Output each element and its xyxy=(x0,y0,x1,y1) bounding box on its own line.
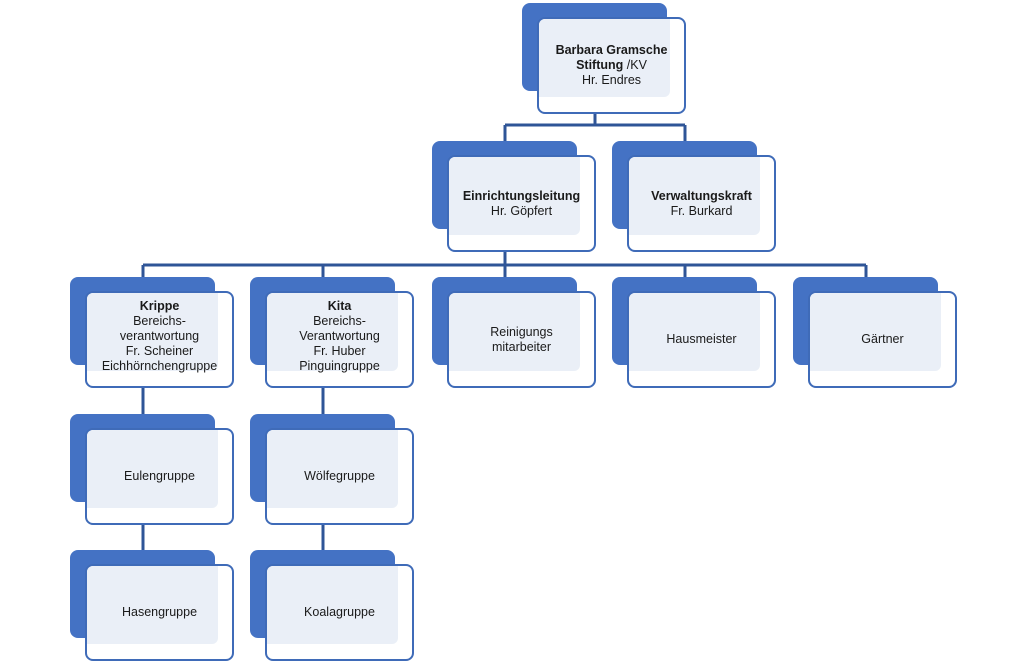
reinigung-line1: Reinigungs xyxy=(490,324,553,339)
node-box-einrichtungsleitung: Einrichtungsleitung Hr. Göpfert xyxy=(447,155,596,252)
node-box-kita: Kita Bereichs- Verantwortung Fr. Huber P… xyxy=(265,291,414,388)
stiftung-person: Hr. Endres xyxy=(581,73,642,87)
kita-role-line1: Bereichs- xyxy=(313,314,366,328)
node-box-verwaltungskraft: Verwaltungskraft Fr. Burkard xyxy=(627,155,776,252)
node-box-gaertner: Gärtner xyxy=(808,291,957,388)
kita-person: Fr. Huber xyxy=(313,344,366,358)
node-box-woelfegruppe: Wölfegruppe xyxy=(265,428,414,525)
einrichtungsleitung-person: Hr. Göpfert xyxy=(490,203,553,218)
krippe-person: Fr. Scheiner xyxy=(125,344,194,358)
node-box-koalagruppe: Koalagruppe xyxy=(265,564,414,661)
krippe-role-line2: verantwortung xyxy=(119,329,200,343)
hasengruppe-label: Hasengruppe xyxy=(121,605,198,619)
krippe-title: Krippe xyxy=(139,299,180,313)
koalagruppe-label: Koalagruppe xyxy=(304,605,375,619)
einrichtungsleitung-title: Einrichtungsleitung xyxy=(462,188,581,203)
kita-role-line2: Verantwortung xyxy=(299,329,380,343)
verwaltungskraft-person: Fr. Burkard xyxy=(670,203,733,218)
stiftung-line2: Stiftung /KV xyxy=(576,58,647,72)
node-box-eulengruppe: Eulengruppe xyxy=(85,428,234,525)
stiftung-name: Barbara Gramsche xyxy=(555,43,668,57)
kita-title: Kita xyxy=(327,299,352,313)
krippe-group: Eichhörnchengruppe xyxy=(101,359,218,373)
reinigung-line2: mitarbeiter xyxy=(491,339,552,354)
woelfegruppe-label: Wölfegruppe xyxy=(304,469,375,483)
node-box-hausmeister: Hausmeister xyxy=(627,291,776,388)
node-box-hasengruppe: Hasengruppe xyxy=(85,564,234,661)
node-box-reinigung: Reinigungs mitarbeiter xyxy=(447,291,596,388)
eulengruppe-label: Eulengruppe xyxy=(124,469,195,483)
krippe-role-line1: Bereichs- xyxy=(133,314,186,328)
hausmeister-label: Hausmeister xyxy=(666,332,737,346)
verwaltungskraft-title: Verwaltungskraft xyxy=(651,188,752,203)
node-box-stiftung: Barbara Gramsche Stiftung /KV Hr. Endres xyxy=(537,17,686,114)
kita-group: Pinguingruppe xyxy=(299,359,380,373)
gaertner-label: Gärtner xyxy=(861,332,904,346)
node-box-krippe: Krippe Bereichs- verantwortung Fr. Schei… xyxy=(85,291,234,388)
